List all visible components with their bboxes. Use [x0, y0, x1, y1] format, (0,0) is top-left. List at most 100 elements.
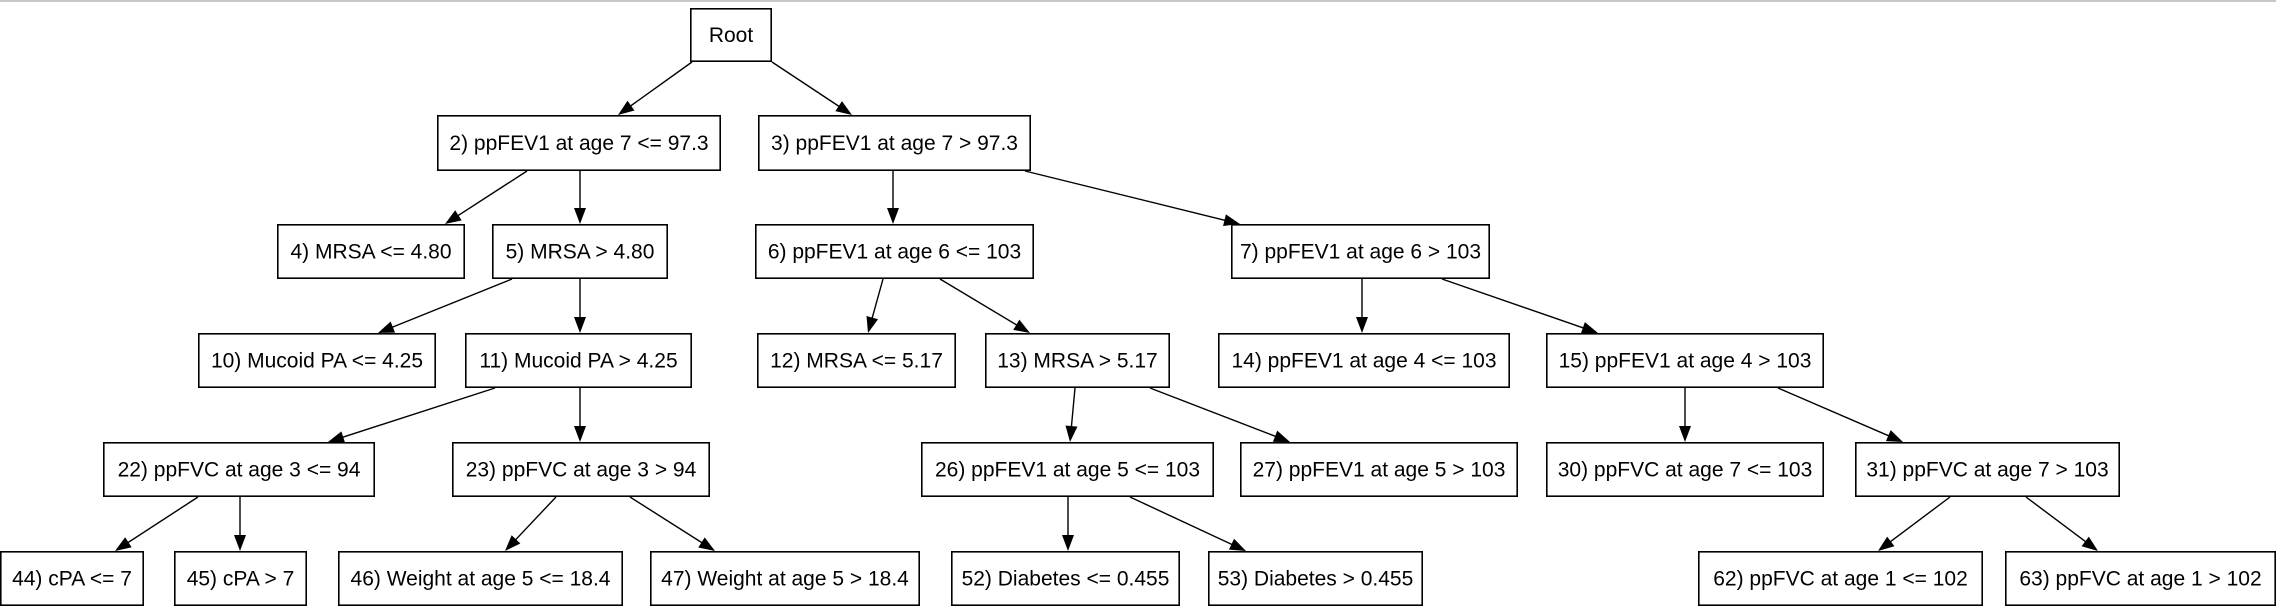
arrowhead-n23-n46 [505, 535, 521, 551]
node-label: 52) Diabetes <= 0.455 [962, 568, 1170, 591]
tree-node-n22: 22) ppFVC at age 3 <= 94 [103, 441, 375, 497]
edge-n6-n12 [871, 278, 884, 320]
node-label: 2) ppFEV1 at age 7 <= 97.3 [449, 132, 708, 155]
node-box [174, 550, 307, 606]
node-layer: Root 2) ppFEV1 at age 7 <= 97.3 3) ppFEV1 … [0, 8, 2276, 606]
arrowhead-n6-n12 [866, 315, 879, 333]
tree-node-n7: 7) ppFEV1 at age 6 > 103 [1231, 224, 1491, 280]
node-label: 3) ppFEV1 at age 7 > 97.3 [771, 132, 1018, 155]
tree-node-n63: 63) ppFVC at age 1 > 102 [2005, 550, 2276, 606]
arrowhead-n5-n10 [378, 321, 396, 333]
node-box [337, 550, 623, 606]
node-box [1218, 332, 1511, 388]
node-box [756, 332, 956, 388]
arrowhead-n2-n5 [574, 208, 586, 224]
arrowhead-root-n3 [835, 101, 852, 115]
tree-node-n45: 45) cPA > 7 [174, 550, 307, 606]
tree-node-n14: 14) ppFEV1 at age 4 <= 103 [1218, 332, 1511, 388]
tree-node-n11: 11) Mucoid PA > 4.25 [464, 332, 692, 388]
arrowhead-n6-n13 [1013, 319, 1030, 333]
tree-node-n31: 31) ppFVC at age 7 > 103 [1855, 441, 2121, 497]
node-label: 47) Weight at age 5 > 18.4 [661, 568, 909, 591]
node-label: 12) MRSA <= 5.17 [770, 350, 943, 373]
edge-n13-n27 [1149, 387, 1278, 438]
arrowhead-n13-n27 [1272, 430, 1290, 442]
node-label: 23) ppFVC at age 3 > 94 [466, 459, 697, 482]
node-label: 15) ppFEV1 at age 4 > 103 [1559, 350, 1812, 373]
node-label: 45) cPA > 7 [187, 568, 295, 591]
tree-node-n6: 6) ppFEV1 at age 6 <= 103 [754, 224, 1034, 280]
tree-node-n52: 52) Diabetes <= 0.455 [950, 550, 1180, 606]
node-box [198, 332, 436, 388]
node-box [464, 332, 692, 388]
node-label: 53) Diabetes > 0.455 [1218, 568, 1414, 591]
tree-node-n46: 46) Weight at age 5 <= 18.4 [337, 550, 623, 606]
edge-layer [115, 61, 2098, 551]
arrowhead-n22-n44 [115, 537, 132, 551]
edge-n7-n15 [1441, 278, 1585, 330]
node-box [1698, 550, 1984, 606]
edge-n3-n7 [1024, 170, 1227, 222]
arrowhead-n3-n6 [887, 208, 899, 224]
tree-node-n10: 10) Mucoid PA <= 4.25 [198, 332, 436, 388]
tree-node-n5: 5) MRSA > 4.80 [491, 224, 668, 280]
node-label: 26) ppFEV1 at age 5 <= 103 [935, 459, 1200, 482]
arrowhead-n31-n62 [1878, 536, 1895, 551]
node-label: 31) ppFVC at age 7 > 103 [1866, 459, 2108, 482]
arrowhead-n26-n53 [1228, 538, 1246, 551]
tree-node-n62: 62) ppFVC at age 1 <= 102 [1698, 550, 1984, 606]
edge-n11-n22 [341, 387, 496, 439]
arrowhead-n15-n30 [1679, 426, 1691, 442]
node-box [757, 115, 1031, 172]
node-box [276, 224, 465, 280]
node-label: 22) ppFVC at age 3 <= 94 [118, 459, 361, 482]
node-box [984, 332, 1170, 388]
edge-root-n2 [628, 61, 693, 108]
arrowhead-n31-n63 [2081, 536, 2098, 551]
node-box [491, 224, 668, 280]
tree-node-n15: 15) ppFEV1 at age 4 > 103 [1546, 332, 1825, 388]
node-box [649, 550, 920, 606]
arrowhead-n11-n22 [328, 431, 346, 443]
tree-node-n4: 4) MRSA <= 4.80 [276, 224, 465, 280]
tree-node-n27: 27) ppFEV1 at age 5 > 103 [1240, 441, 1519, 497]
node-box [0, 550, 144, 606]
arrowhead-n3-n7 [1223, 214, 1240, 226]
tree-node-n26: 26) ppFEV1 at age 5 <= 103 [920, 441, 1214, 497]
node-label: 62) ppFVC at age 1 <= 102 [1713, 568, 1968, 591]
node-label: 63) ppFVC at age 1 > 102 [2019, 568, 2261, 591]
tree-node-n13: 13) MRSA > 5.17 [984, 332, 1170, 388]
arrowhead-n7-n15 [1580, 322, 1598, 334]
node-label: 44) cPA <= 7 [12, 568, 132, 591]
node-label: 27) ppFEV1 at age 5 > 103 [1253, 459, 1506, 482]
node-label: 4) MRSA <= 4.80 [290, 241, 451, 264]
arrowhead-n15-n31 [1885, 430, 1903, 442]
node-label: 7) ppFEV1 at age 6 > 103 [1240, 241, 1481, 264]
node-label: 13) MRSA > 5.17 [997, 350, 1158, 373]
tree-node-n53: 53) Diabetes > 0.455 [1208, 550, 1424, 606]
node-label: 30) ppFVC at age 7 <= 103 [1558, 459, 1813, 482]
node-label: 46) Weight at age 5 <= 18.4 [351, 568, 611, 591]
edge-n13-n26 [1070, 387, 1076, 429]
node-box [1546, 332, 1825, 388]
node-box [436, 115, 721, 172]
tree-node-n3: 3) ppFEV1 at age 7 > 97.3 [757, 115, 1031, 172]
edge-root-n3 [771, 61, 841, 108]
arrowhead-root-n2 [618, 100, 635, 115]
tree-node-n12: 12) MRSA <= 5.17 [756, 332, 956, 388]
node-box [689, 8, 772, 63]
node-box [1231, 224, 1491, 280]
arrowhead-n13-n26 [1065, 425, 1078, 442]
edge-n2-n4 [456, 170, 528, 217]
node-box [2005, 550, 2276, 606]
tree-node-n30: 30) ppFVC at age 7 <= 103 [1546, 441, 1825, 497]
tree-node-root: Root [689, 8, 772, 63]
node-box [1855, 441, 2121, 497]
edge-n23-n46 [514, 496, 557, 542]
arrowhead-n23-n47 [698, 537, 715, 551]
arrowhead-n22-n45 [234, 535, 246, 551]
edge-n31-n63 [2025, 496, 2088, 544]
arrowhead-n7-n14 [1356, 317, 1368, 333]
edge-n26-n53 [1129, 496, 1234, 546]
